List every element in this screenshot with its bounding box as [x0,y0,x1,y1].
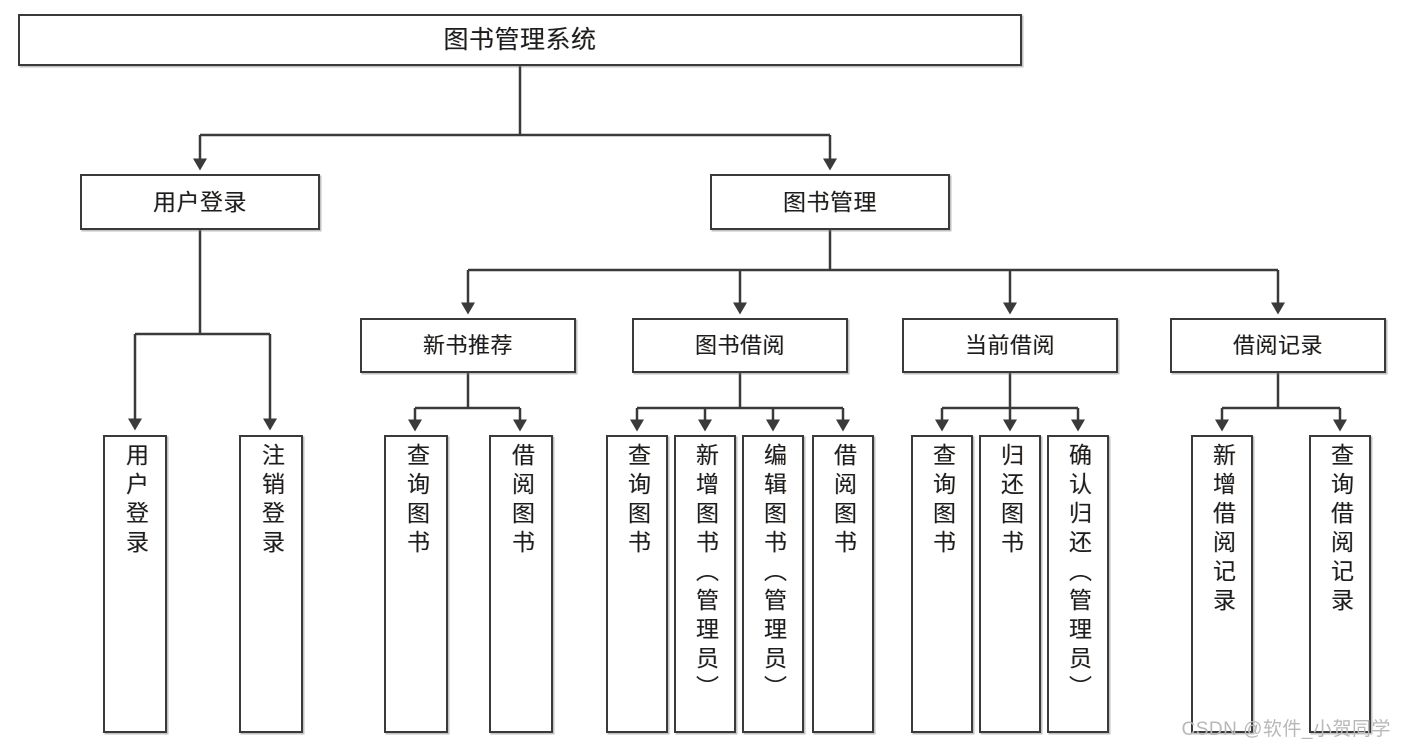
node-label: 编辑图书（管理员） [760,443,787,704]
leaf-query-book-new[interactable]: 查询图书 [384,435,448,733]
node-label: 新增图书（管理员） [692,443,719,704]
node-label: 图书管理系统 [443,25,597,54]
leaf-borrow-book-new[interactable]: 借阅图书 [489,435,553,733]
node-user-login[interactable]: 用户登录 [80,174,320,230]
node-label: 用户登录 [153,188,247,215]
leaf-add-book-admin[interactable]: 新增图书（管理员） [674,435,736,733]
node-label: 用户登录 [122,443,149,559]
leaf-borrow-book[interactable]: 借阅图书 [812,435,874,733]
node-label: 当前借阅 [964,332,1055,358]
node-label: 新增借阅记录 [1209,443,1236,617]
watermark: CSDN @软件_小贺同学 [1181,719,1391,740]
node-book-management[interactable]: 图书管理 [710,174,950,230]
node-label: 查询图书 [403,443,430,559]
leaf-add-borrow-record[interactable]: 新增借阅记录 [1191,435,1253,733]
node-label: 查询图书 [624,443,651,559]
leaf-query-book-borrow[interactable]: 查询图书 [606,435,668,733]
node-book-borrow[interactable]: 图书借阅 [632,318,848,373]
node-label: 归还图书 [997,443,1024,559]
leaf-logout[interactable]: 注销登录 [239,435,303,733]
node-label: 借阅图书 [830,443,857,559]
leaf-query-book-current[interactable]: 查询图书 [911,435,973,733]
node-root-system[interactable]: 图书管理系统 [18,14,1022,66]
leaf-user-login[interactable]: 用户登录 [103,435,167,733]
node-label: 注销登录 [258,443,285,559]
leaf-edit-book-admin[interactable]: 编辑图书（管理员） [742,435,804,733]
node-label: 图书管理 [783,188,877,215]
node-label: 查询借阅记录 [1327,443,1354,617]
node-label: 确认归还（管理员） [1065,443,1092,704]
leaf-confirm-return-admin[interactable]: 确认归还（管理员） [1047,435,1109,733]
node-label: 借阅记录 [1232,332,1323,358]
node-label: 新书推荐 [422,332,513,358]
node-label: 图书借阅 [694,332,785,358]
node-label: 查询图书 [929,443,956,559]
node-current-borrow[interactable]: 当前借阅 [902,318,1118,373]
node-new-book-recommend[interactable]: 新书推荐 [360,318,576,373]
node-borrow-record[interactable]: 借阅记录 [1170,318,1386,373]
node-label: 借阅图书 [508,443,535,559]
leaf-query-borrow-record[interactable]: 查询借阅记录 [1309,435,1371,733]
leaf-return-book[interactable]: 归还图书 [979,435,1041,733]
